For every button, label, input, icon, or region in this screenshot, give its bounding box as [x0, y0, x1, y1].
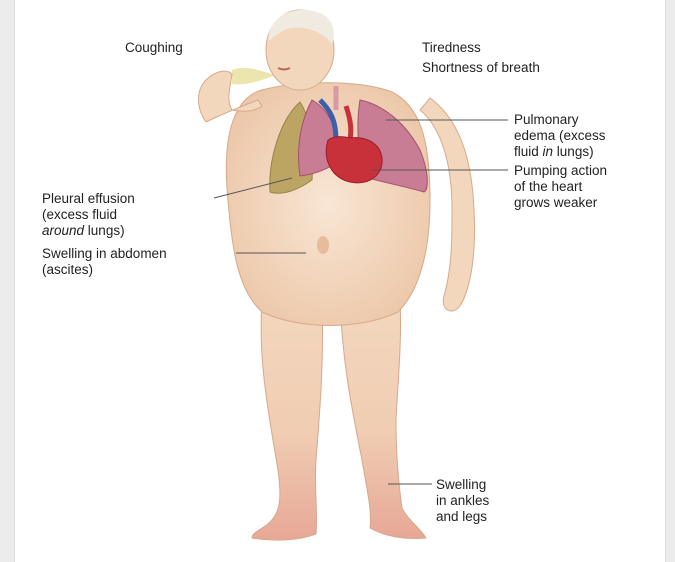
label-ankles: Swelling in ankles and legs: [436, 477, 489, 525]
label-tiredness: Tiredness: [422, 40, 481, 56]
abdomen-line2: (ascites): [42, 262, 167, 278]
left-leg: [252, 300, 323, 540]
ankles-line2: in ankles: [436, 493, 489, 509]
pleural-line3: around lungs): [42, 223, 135, 239]
coughing-text: Coughing: [125, 40, 183, 56]
tiredness-text: Tiredness: [422, 40, 481, 56]
ankles-line3: and legs: [436, 509, 489, 525]
label-shortness: Shortness of breath: [422, 60, 540, 76]
ankles-line1: Swelling: [436, 477, 489, 493]
pumping-line1: Pumping action: [514, 163, 607, 179]
abdomen-line1: Swelling in abdomen: [42, 246, 167, 262]
label-coughing: Coughing: [125, 40, 183, 56]
label-abdomen: Swelling in abdomen (ascites): [42, 246, 167, 278]
pulmonary-line2: edema (excess: [514, 128, 606, 144]
pulmonary-line3: fluid in lungs): [514, 144, 606, 160]
pulmonary-line1: Pulmonary: [514, 112, 606, 128]
pumping-line3: grows weaker: [514, 195, 607, 211]
label-pulmonary: Pulmonary edema (excess fluid in lungs): [514, 112, 606, 160]
cough-breath: [232, 68, 276, 85]
navel: [317, 236, 329, 254]
pleural-line1: Pleural effusion: [42, 191, 135, 207]
pumping-line2: of the heart: [514, 179, 607, 195]
shortness-text: Shortness of breath: [422, 60, 540, 76]
label-pumping: Pumping action of the heart grows weaker: [514, 163, 607, 211]
right-leg: [340, 300, 426, 539]
label-pleural: Pleural effusion (excess fluid around lu…: [42, 191, 135, 239]
pleural-line2: (excess fluid: [42, 207, 135, 223]
